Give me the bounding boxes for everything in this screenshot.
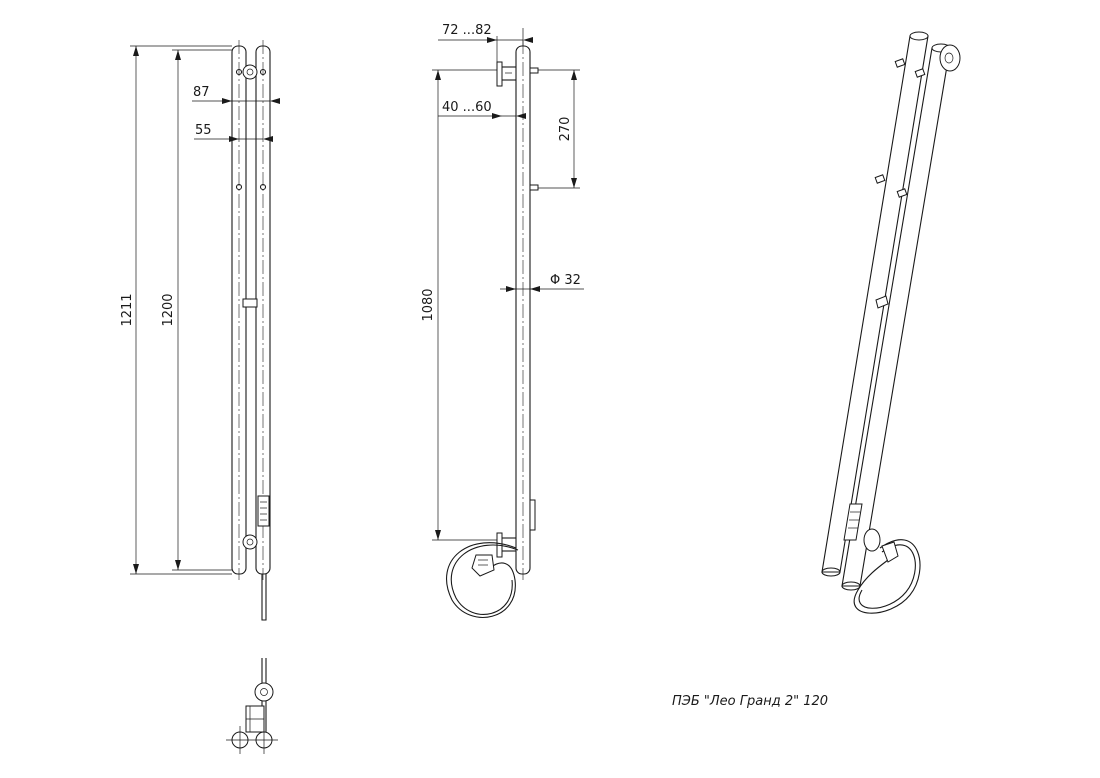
bolt (529, 184, 539, 191)
iso-control-unit (843, 503, 863, 541)
iso-cable (853, 539, 921, 614)
bottom-bracket (242, 534, 258, 550)
iso-bolt (896, 188, 908, 198)
side-cable (446, 542, 517, 618)
dim-total-height: 1211 (120, 293, 135, 326)
dim-mount-height: 1080 (421, 288, 436, 321)
dim-tube-spacing: 55 (195, 123, 212, 138)
dim-wall-offset-min: 40 ...60 (442, 100, 492, 115)
top-view-bracket (254, 682, 274, 702)
drawing-caption: ПЭБ "Лео Гранд 2" 120 (672, 694, 828, 709)
front-view: 1211 1200 87 55 (120, 40, 280, 621)
control-unit (257, 495, 270, 527)
isometric-view (821, 31, 961, 614)
wall-plate-top (496, 61, 503, 87)
dim-mount-spacing: 270 (558, 117, 573, 142)
top-view (226, 658, 278, 754)
mid-connector (242, 298, 258, 308)
iso-bolt (914, 68, 926, 78)
dim-wall-offset-max: 72 ...82 (442, 23, 492, 38)
iso-plug (881, 541, 899, 563)
iso-lower-bracket (863, 528, 881, 552)
mid-bolt (259, 183, 267, 191)
top-bracket (242, 64, 258, 80)
iso-back-tube (821, 35, 929, 573)
side-view: 72 ...82 40 ...60 270 1080 Φ 32 (421, 23, 584, 618)
iso-wall-bracket (939, 44, 961, 72)
side-control-unit (529, 499, 536, 531)
dim-top-offset: 87 (193, 85, 210, 100)
iso-bolt (894, 58, 906, 68)
dim-tube-length: 1200 (161, 293, 176, 326)
plug (471, 554, 495, 577)
iso-mid-connector (875, 295, 889, 309)
bolt (529, 67, 539, 74)
dim-tube-diameter: Φ 32 (550, 273, 581, 288)
iso-bolt (874, 174, 886, 184)
mid-bolt (235, 183, 243, 191)
power-cable (261, 574, 267, 621)
